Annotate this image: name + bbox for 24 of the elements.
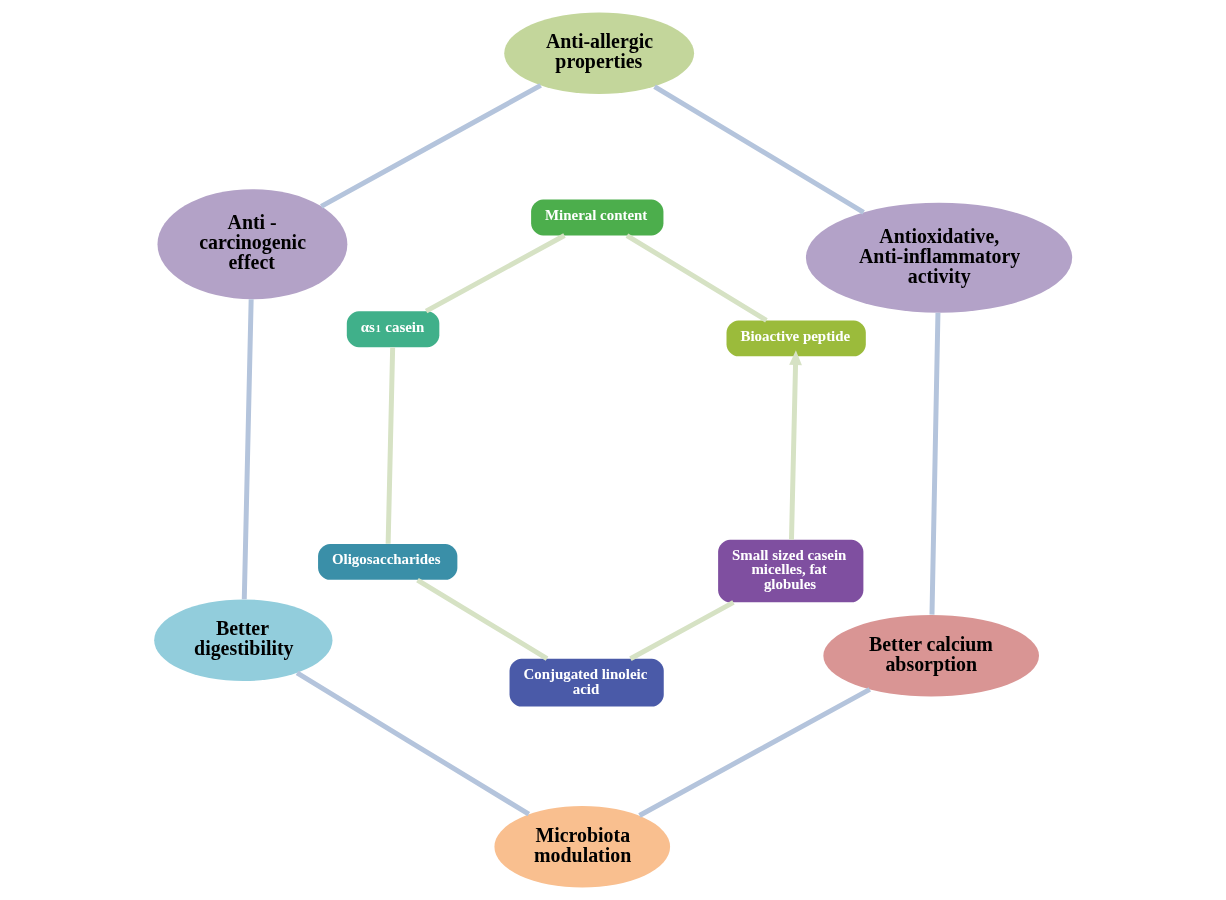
connector: [629, 600, 735, 661]
connector: [424, 233, 566, 314]
connector: [625, 233, 768, 323]
node-box: αs1 casein: [346, 311, 440, 348]
node-box: Conjugated linoleic acid: [509, 658, 664, 707]
node-box: Bioactive peptide: [726, 320, 866, 357]
node-ellipse: Better calcium absorption: [823, 614, 1039, 697]
connector: [638, 687, 871, 818]
node-ellipse: Antioxidative, Anti-inflammatory activity: [805, 202, 1073, 313]
node-box: Oligosaccharides: [318, 544, 458, 580]
connector: [653, 84, 865, 215]
connector: [385, 347, 396, 544]
connector: [320, 83, 542, 209]
connector: [929, 312, 941, 615]
node-ellipse: Anti-allergic properties: [504, 12, 695, 95]
node-ellipse: Anti - carcinogenic effect: [157, 189, 348, 300]
node-ellipse: Microbiota modulation: [494, 805, 671, 888]
node-ellipse: Better digestibility: [154, 599, 333, 682]
node-box: Mineral content: [531, 199, 664, 236]
connector: [416, 577, 549, 661]
connector: [241, 299, 254, 600]
connector: [295, 670, 531, 817]
arrow: [789, 350, 802, 540]
node-box: Small sized casein micelles, fat globules: [718, 539, 864, 603]
